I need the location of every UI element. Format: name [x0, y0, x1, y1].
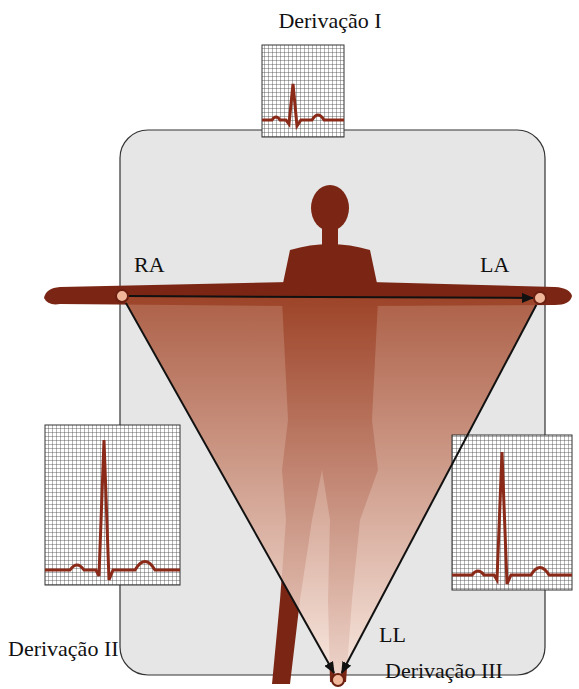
ecg-grid — [262, 45, 344, 137]
electrode-label: LA — [480, 252, 509, 277]
ecg-grid — [452, 435, 572, 590]
lead-arrow — [342, 305, 537, 673]
electrode-node: LA — [533, 291, 547, 305]
electrode-label: RA — [134, 252, 165, 277]
lead-arrow — [129, 296, 533, 298]
lead-label: Derivação III — [385, 658, 503, 683]
electrode-node: LL — [331, 673, 345, 687]
human-figure — [44, 185, 572, 684]
ecg-grid — [45, 425, 180, 585]
lead-arrow — [126, 303, 334, 673]
electrode-label: LL — [379, 622, 406, 647]
electrode-node: RA — [115, 289, 129, 303]
lead-label: Derivação II — [8, 636, 119, 661]
lead-label: Derivação I — [278, 8, 381, 33]
